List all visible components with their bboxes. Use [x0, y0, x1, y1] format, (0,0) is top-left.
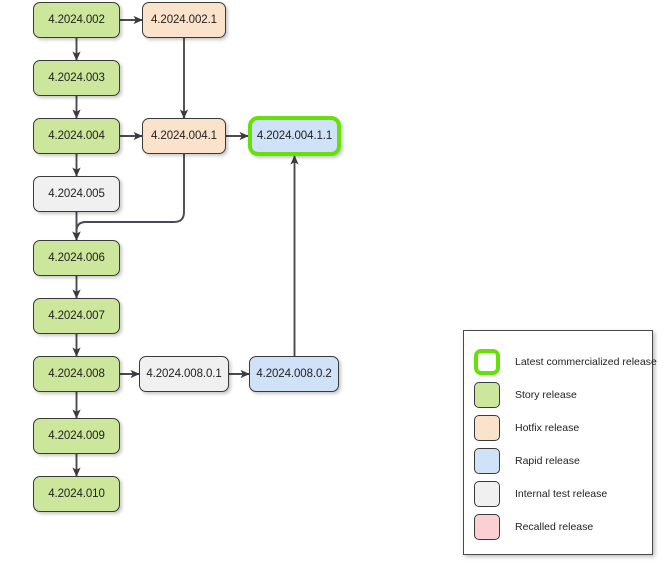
release-node-label: 4.2024.009 — [48, 430, 105, 442]
release-node[interactable]: 4.2024.003 — [33, 60, 120, 96]
legend-swatch-hotfix — [474, 415, 500, 441]
legend-swatch-recalled — [474, 514, 500, 540]
release-node-label: 4.2024.002 — [48, 14, 105, 26]
legend-swatch-internal — [474, 481, 500, 507]
release-node-label: 4.2024.004.1.1 — [256, 130, 333, 142]
legend-item: Hotfix release — [474, 415, 579, 441]
release-node[interactable]: 4.2024.005 — [33, 176, 120, 212]
release-node[interactable]: 4.2024.006 — [33, 240, 120, 276]
legend-swatch-rapid — [474, 448, 500, 474]
release-node[interactable]: 4.2024.008.0.1 — [139, 356, 229, 392]
release-node-label: 4.2024.003 — [48, 72, 105, 84]
release-node-label: 4.2024.006 — [48, 252, 105, 264]
legend-item-label: Rapid release — [515, 455, 580, 467]
release-node-label: 4.2024.005 — [48, 188, 105, 200]
legend-item: Latest commercialized release — [474, 349, 657, 375]
legend-item-label: Internal test release — [515, 488, 608, 500]
legend-swatch-latest — [474, 349, 500, 375]
release-node-label: 4.2024.010 — [48, 488, 105, 500]
release-node-label: 4.2024.004 — [48, 130, 105, 142]
release-node-label: 4.2024.007 — [48, 310, 105, 322]
legend-item: Story release — [474, 382, 577, 408]
release-node[interactable]: 4.2024.009 — [33, 418, 120, 454]
release-node[interactable]: 4.2024.004 — [33, 118, 120, 154]
legend-item-label: Story release — [515, 389, 577, 401]
release-node-label: 4.2024.004.1 — [151, 130, 217, 142]
legend-swatch-story — [474, 382, 500, 408]
release-node[interactable]: 4.2024.008 — [33, 356, 120, 392]
legend-item: Internal test release — [474, 481, 607, 507]
release-node[interactable]: 4.2024.004.1 — [142, 118, 226, 154]
release-node[interactable]: 4.2024.007 — [33, 298, 120, 334]
legend-item-label: Recalled release — [515, 521, 594, 533]
release-node-label: 4.2024.008 — [48, 368, 105, 380]
legend-item: Recalled release — [474, 514, 593, 540]
release-node-label: 4.2024.008.0.1 — [146, 368, 222, 380]
legend-item-label: Latest commercialized release — [515, 356, 657, 368]
release-node[interactable]: 4.2024.004.1.1 — [248, 116, 341, 156]
release-node[interactable]: 4.2024.010 — [33, 476, 120, 512]
release-node[interactable]: 4.2024.002 — [33, 2, 120, 38]
release-node[interactable]: 4.2024.008.0.2 — [249, 356, 339, 392]
release-node-label: 4.2024.008.0.2 — [256, 368, 332, 380]
legend-item: Rapid release — [474, 448, 580, 474]
release-node-label: 4.2024.002.1 — [151, 14, 217, 26]
release-node[interactable]: 4.2024.002.1 — [142, 2, 226, 38]
legend-item-label: Hotfix release — [515, 422, 580, 434]
